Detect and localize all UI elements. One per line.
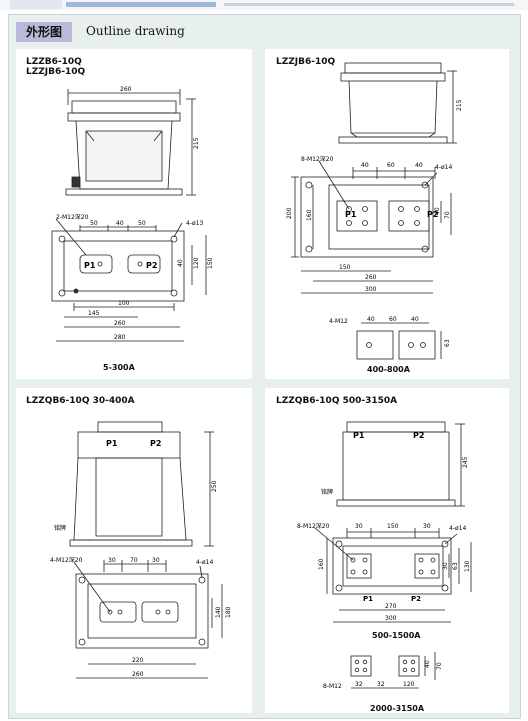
dim-270: 270 xyxy=(385,603,397,610)
drawing-lzzqb6-small: P1 P2 250 铭牌 4-M12深20 30 70 30 4-ø14 140… xyxy=(50,421,232,679)
dim-holes-8: 8-M12深20 xyxy=(301,155,334,163)
dim-40b: 40 xyxy=(415,162,423,169)
dim-40-right: 40 xyxy=(177,259,184,267)
dim-small-32b: 32 xyxy=(377,681,385,688)
drawing-lzzb6-front: 260 215 2-M12深20 50 40 50 4-ø13 P1 P2 40… xyxy=(51,86,214,342)
range-500-1500: 500-1500A xyxy=(372,631,421,640)
dim-180: 180 xyxy=(225,606,232,618)
label-p2-plan: P2 xyxy=(411,595,421,603)
panel-lzzqb6-small xyxy=(16,388,252,713)
dim-150-large: 150 xyxy=(387,523,399,530)
dim-mount-14: 4-ø14 xyxy=(196,559,213,566)
dim-70: 70 xyxy=(130,557,138,564)
label-p2-front-large: P2 xyxy=(413,431,424,440)
dim-130-side: 130 xyxy=(464,560,471,572)
dim-280: 280 xyxy=(114,334,126,341)
dim-small-40a: 40 xyxy=(367,316,375,323)
range-lzzb6: 5-300A xyxy=(103,363,135,372)
banner-heading-bar xyxy=(66,2,216,7)
dim-160-large: 160 xyxy=(318,558,325,570)
dim-40a: 40 xyxy=(361,162,369,169)
dim-40-side: 40 xyxy=(434,207,441,215)
dim-30a: 30 xyxy=(108,557,116,564)
dim-small-120: 120 xyxy=(403,681,415,688)
label-p2: P2 xyxy=(146,261,157,270)
dim-260: 260 xyxy=(132,671,144,678)
dim-150: 150 xyxy=(207,257,214,269)
dim-top-width: 260 xyxy=(120,86,132,93)
banner-subtext-bar xyxy=(224,3,514,6)
model-label-lzzqb6-large: LZZQB6-10Q 500-3150A xyxy=(276,396,398,406)
drawing-lzzqb6-large: P1 P2 245 铭牌 8-M12深20 30 150 30 4-ø14 16… xyxy=(297,421,472,690)
dim-spacing-40: 40 xyxy=(116,220,124,227)
label-p1-large: P1 xyxy=(345,210,357,219)
dim-200: 200 xyxy=(286,207,293,219)
dim-small-70: 70 xyxy=(436,662,443,670)
dim-holes-8-large: 8-M12深20 xyxy=(297,522,330,530)
dim-height: 215 xyxy=(193,137,200,149)
dim-spacing-50b: 50 xyxy=(138,220,146,227)
nameplate-label-large: 铭牌 xyxy=(321,488,333,496)
dim-small-40b: 40 xyxy=(411,316,419,323)
model-label-lzzjb6: LZZJB6-10Q xyxy=(26,67,86,77)
label-p1: P1 xyxy=(84,261,96,270)
panel-lzzqb6-large xyxy=(265,388,509,713)
label-p2-front: P2 xyxy=(150,439,161,448)
section-title: Outline drawing xyxy=(86,24,185,38)
dim-60: 60 xyxy=(387,162,395,169)
dim-30-side: 30 xyxy=(442,562,449,570)
dim-height-245: 245 xyxy=(462,456,469,468)
dim-220: 220 xyxy=(132,657,144,664)
dim-140: 140 xyxy=(215,606,222,618)
dim-260-large: 260 xyxy=(365,274,377,281)
dim-160: 160 xyxy=(306,209,313,221)
dim-height-250: 250 xyxy=(211,480,218,492)
dim-m12-8: 8-M12 xyxy=(323,683,342,690)
dim-260: 260 xyxy=(114,320,126,327)
dim-70: 70 xyxy=(444,211,451,219)
dim-30a-large: 30 xyxy=(355,523,363,530)
brand-logo xyxy=(10,0,62,9)
label-p1-plan: P1 xyxy=(363,595,373,603)
dim-30b: 30 xyxy=(152,557,160,564)
dim-small-63: 63 xyxy=(444,339,451,347)
drawing-lzzjb6-large: 215 8-M12深20 40 60 40 4-ø14 P1 P2 200 16… xyxy=(286,62,463,360)
dim-spacing-50a: 50 xyxy=(90,220,98,227)
model-label-lzzqb6-small: LZZQB6-10Q 30-400A xyxy=(26,396,135,406)
dim-300-large: 300 xyxy=(385,615,397,622)
panel-lzzb6 xyxy=(16,49,252,379)
model-label-lzzb6: LZZB6-10Q xyxy=(26,57,82,67)
dim-small-32a: 32 xyxy=(355,681,363,688)
label-p1-front-large: P1 xyxy=(353,431,365,440)
dim-120: 120 xyxy=(193,257,200,269)
dim-145: 145 xyxy=(88,310,100,317)
dim-150-large: 150 xyxy=(339,264,351,271)
dim-small-60: 60 xyxy=(389,316,397,323)
dim-mount-14: 4-ø14 xyxy=(435,164,452,171)
section-tag: 外形图 xyxy=(16,22,72,42)
range-2000-3150: 2000-3150A xyxy=(370,704,425,713)
dim-63-side: 63 xyxy=(452,562,459,570)
dim-holes: 2-M12深20 xyxy=(56,213,89,221)
dim-mount-14-large: 4-ø14 xyxy=(449,525,466,532)
dim-30b-large: 30 xyxy=(423,523,431,530)
dim-300: 300 xyxy=(365,286,377,293)
panel-lzzjb6 xyxy=(265,49,509,379)
dim-small-40: 40 xyxy=(424,660,431,668)
top-banner-strip xyxy=(0,0,528,10)
dim-height-215: 215 xyxy=(456,99,463,111)
nameplate-label: 铭牌 xyxy=(54,524,66,532)
dim-100: 100 xyxy=(118,300,130,307)
label-p1-front: P1 xyxy=(106,439,118,448)
dim-mount: 4-ø13 xyxy=(186,220,203,227)
label-p2-large: P2 xyxy=(427,210,438,219)
dim-holes-4: 4-M12深20 xyxy=(50,556,83,564)
range-lzzjb6: 400-800A xyxy=(367,365,410,374)
model-label-lzzjb6-large: LZZJB6-10Q xyxy=(276,57,336,67)
dim-m12-4: 4-M12 xyxy=(329,318,348,325)
